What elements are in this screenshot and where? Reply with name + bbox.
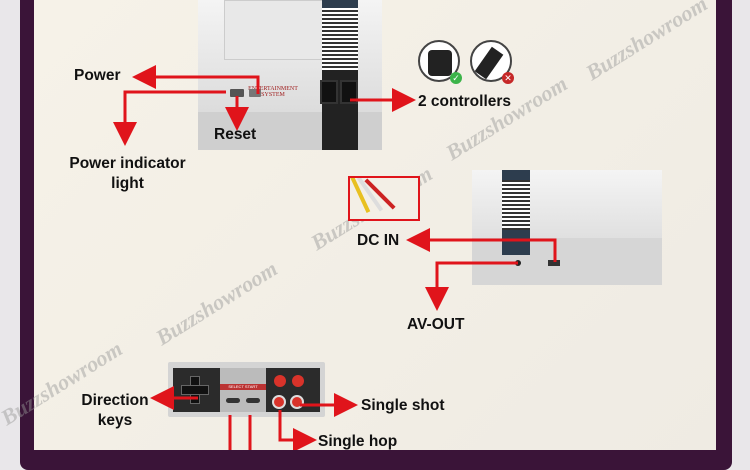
label-controllers: 2 controllers [418,93,512,110]
check-icon: ✓ [450,72,462,84]
label-dc-in: DC IN [357,232,400,249]
av-out-arrow [425,261,518,311]
label-direction-keys: Direction keys [81,392,149,429]
dc-in-port [548,260,560,266]
gamepad: SELECT START [168,362,325,417]
console-label: ENTERTAINMENT SYSTEM [248,86,298,98]
power-button [249,89,261,97]
callout-arrows [113,65,557,450]
dc-in-arrow [406,228,557,262]
label-power-indicator: Power indicator light [69,155,186,192]
label-single-shot: Single shot [361,397,445,414]
power-indicator-arrow [113,90,226,146]
start-button [246,398,260,403]
single-hop-arrow [278,410,317,450]
select-start-label: SELECT START [220,384,266,390]
b-button [272,395,286,409]
label-av-out: AV-OUT [407,316,465,333]
label-reset: Reset [214,126,257,143]
turbo-b-button [274,375,286,387]
label-single-hop: Single hop [318,433,398,450]
label-power: Power [74,67,121,84]
controller-port [320,80,338,104]
av-cable-image [348,176,420,221]
reset-button [230,89,244,97]
turbo-a-button [292,375,304,387]
cross-icon: ✕ [502,72,514,84]
controller-port [340,80,358,104]
power-arrow [132,65,260,94]
select-button [226,398,240,403]
